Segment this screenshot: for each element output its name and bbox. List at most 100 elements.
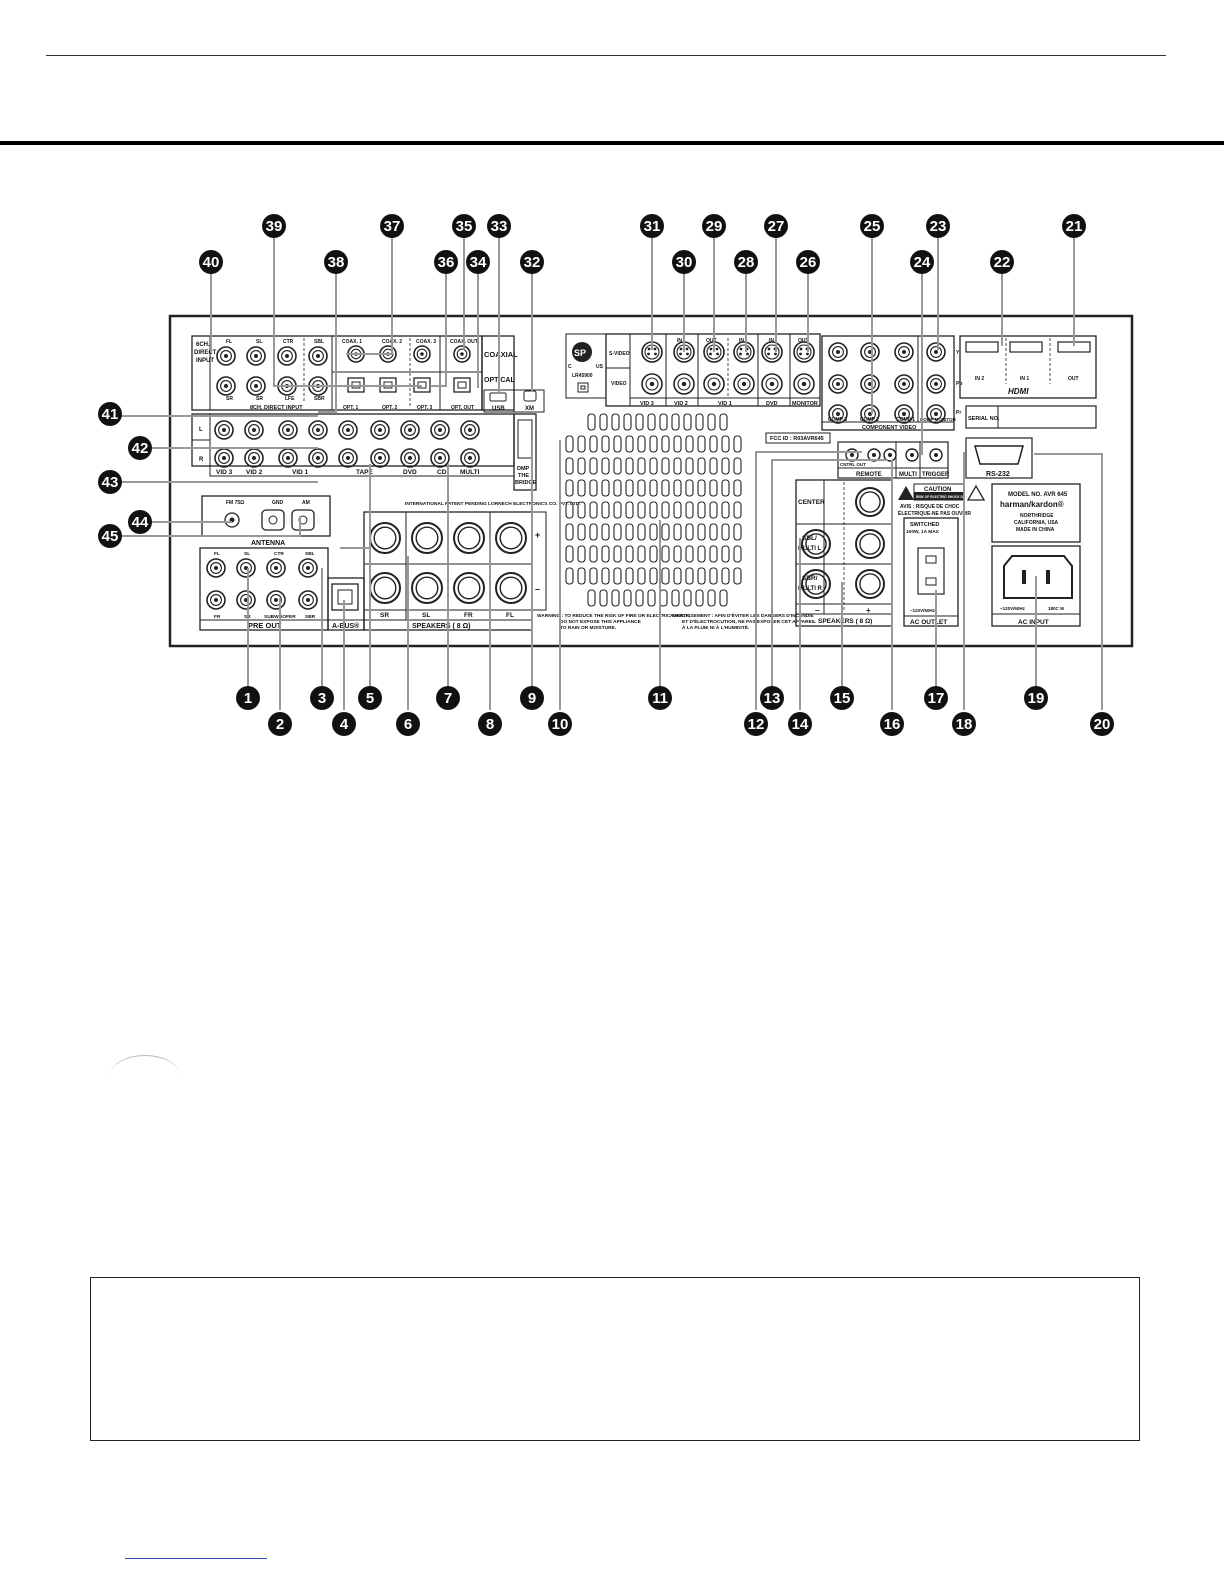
label-vid2-video: VID 2 [674, 401, 688, 407]
label-sbl-2: MULTI L [798, 546, 822, 552]
decorative-arc [110, 1055, 180, 1096]
label-r: R [199, 457, 204, 463]
label-ctr-in: CTR [283, 339, 294, 345]
callout-36: 36 [434, 250, 458, 274]
vent-slot [733, 523, 742, 541]
svg-text:16: 16 [884, 716, 901, 733]
vent-slot [661, 479, 670, 497]
vent-slot [709, 479, 718, 497]
label-rs232: RS-232 [986, 471, 1010, 478]
svg-text:27: 27 [768, 218, 785, 235]
label-mon-out: OUT [798, 338, 809, 344]
audio-jack-r-5 [370, 448, 390, 468]
audio-jack-r-4 [338, 448, 358, 468]
vent-slot [565, 457, 574, 475]
vent-slot [637, 501, 646, 519]
vent-slot [647, 413, 656, 431]
video-jack-0 [641, 373, 663, 395]
svg-text:35: 35 [456, 218, 473, 235]
vent-slot [697, 479, 706, 497]
vent-slot [637, 479, 646, 497]
vent-slot [601, 523, 610, 541]
video-jack-3 [733, 373, 755, 395]
label-tape: TAPE [356, 469, 374, 476]
vent-slot [649, 435, 658, 453]
label-preout: PRE OUT [248, 621, 282, 630]
multichannel-jacks [216, 345, 471, 396]
vent-slot [661, 567, 670, 585]
speaker-post-neg-2 [453, 572, 485, 604]
callout-32: 32 [520, 250, 544, 274]
label-component: COMPONENT VIDEO [862, 425, 917, 431]
vent-slot [721, 523, 730, 541]
vent-slot [577, 567, 586, 585]
vent-slot [635, 413, 644, 431]
comp-jack-2-2 [894, 404, 914, 424]
vent-slot [673, 457, 682, 475]
callout-20: 20 [1090, 712, 1114, 736]
ctr-post-neg-2 [801, 569, 831, 599]
audio-jack-r-8 [460, 448, 480, 468]
vent-slot [697, 545, 706, 563]
audio-jack-l-0 [214, 420, 234, 440]
comp-jack-1-0 [860, 342, 880, 362]
vent-slot [577, 523, 586, 541]
audio-jack-l-6 [400, 420, 420, 440]
callout-9: 9 [520, 686, 544, 710]
vent-slot [587, 589, 596, 607]
label-sl-in: SL [256, 339, 262, 345]
callout-4: 4 [332, 712, 356, 736]
label-patent: INTERNATIONAL PATENT PENDING LORNECH ELE… [405, 501, 580, 507]
label-po-sbr: SBR [305, 614, 316, 620]
vent-slot [635, 589, 644, 607]
label-multi: MULTI [460, 469, 480, 476]
vent-slot [659, 413, 668, 431]
svg-text:C: C [568, 364, 572, 370]
label-8ch-direct: 8CH. DIRECT INPUT [250, 405, 303, 411]
vent-slot [673, 567, 682, 585]
callout-14: 14 [788, 712, 812, 736]
mc-jack-top-1 [246, 346, 266, 366]
callout-29: 29 [702, 214, 726, 238]
svg-text:11: 11 [652, 690, 668, 707]
vent-slot [719, 413, 728, 431]
audio-jack-r-3 [308, 448, 328, 468]
svg-text:17: 17 [928, 690, 945, 707]
label-coax3: COAX. 3 [416, 339, 436, 345]
vent-slot [673, 523, 682, 541]
svg-text:US: US [596, 364, 604, 370]
label-switched: SWITCHED [910, 522, 939, 528]
vent-slot [637, 435, 646, 453]
svg-text:25: 25 [864, 218, 881, 235]
label-dmp: DMP [517, 466, 530, 472]
label-sr2-in: SR [256, 396, 263, 402]
svg-text:31: 31 [644, 218, 661, 235]
vent-slot [625, 545, 634, 563]
callout-13: 13 [760, 686, 784, 710]
label-abus: A-BUS® [332, 622, 360, 630]
label-xm: XM [525, 406, 534, 412]
preout-jacks [206, 558, 318, 610]
label-volt-2: ~120V/60Hz [1000, 606, 1026, 611]
callout-27: 27 [764, 214, 788, 238]
vent-slot [733, 501, 742, 519]
vent-slot [589, 501, 598, 519]
vent-slot [601, 479, 610, 497]
vent-slot [599, 413, 608, 431]
vent-slot [565, 479, 574, 497]
label-multi-trig: MULTI [899, 472, 917, 478]
callout-24: 24 [910, 250, 934, 274]
callout-28: 28 [734, 250, 758, 274]
svg-text:24: 24 [914, 254, 931, 271]
label-speakers-main: SPEAKERS ( 8 Ω) [412, 623, 471, 630]
svg-text:SP: SP [574, 348, 586, 358]
audio-jack-l-4 [338, 420, 358, 440]
vent-slot [721, 479, 730, 497]
vent-slot [613, 457, 622, 475]
vent-slot [697, 435, 706, 453]
svg-text:34: 34 [470, 254, 487, 271]
comp-jack-1-2 [860, 404, 880, 424]
label-opt2: OPT. 2 [382, 405, 398, 411]
preout-jack-top-0 [206, 558, 226, 578]
label-input: INPUT [196, 358, 214, 364]
